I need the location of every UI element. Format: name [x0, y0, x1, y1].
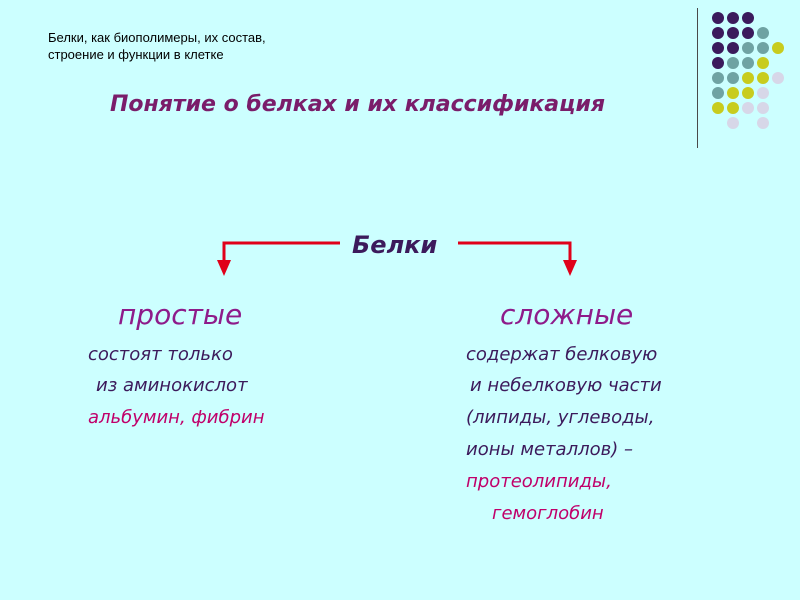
- dot: [712, 87, 724, 99]
- left-line-2: из аминокислот: [96, 375, 248, 396]
- slide-title: Понятие о белках и их классификация: [110, 92, 605, 117]
- dot: [727, 12, 739, 24]
- dot: [727, 117, 739, 129]
- right-line-5: протеолипиды,: [466, 471, 612, 492]
- left-arrow: [222, 241, 340, 262]
- left-line-3: альбумин, фибрин: [88, 407, 265, 428]
- dot: [712, 42, 724, 54]
- left-arrowhead: [217, 260, 231, 276]
- left-line-1: состоят только: [88, 344, 233, 365]
- right-line-4: ионы металлов) –: [466, 439, 633, 460]
- right-line-6: гемоглобин: [492, 503, 604, 524]
- vertical-divider: [697, 8, 698, 148]
- right-arrowhead: [563, 260, 577, 276]
- right-line-3: (липиды, углеводы,: [466, 407, 655, 428]
- header-line-2: строение и функции в клетке: [48, 47, 224, 62]
- dot: [742, 102, 754, 114]
- dot: [742, 57, 754, 69]
- dot: [757, 87, 769, 99]
- dot: [757, 117, 769, 129]
- dot: [757, 42, 769, 54]
- dot: [727, 27, 739, 39]
- dot: [772, 42, 784, 54]
- dot: [712, 27, 724, 39]
- center-label: Белки: [352, 231, 438, 259]
- dot: [727, 42, 739, 54]
- right-column-title: сложные: [500, 298, 634, 331]
- dot: [742, 72, 754, 84]
- dot: [757, 27, 769, 39]
- decorative-dot-grid: [0, 0, 800, 150]
- header-text: Белки, как биополимеры, их состав, строе…: [48, 29, 266, 63]
- right-line-2: и небелковую части: [470, 375, 662, 396]
- dot: [727, 57, 739, 69]
- dot: [712, 102, 724, 114]
- dot: [757, 72, 769, 84]
- dot: [712, 72, 724, 84]
- dot: [757, 102, 769, 114]
- dot: [727, 72, 739, 84]
- left-column-title: простые: [118, 298, 243, 331]
- dot: [742, 12, 754, 24]
- dot: [712, 57, 724, 69]
- dot: [742, 42, 754, 54]
- dot: [727, 87, 739, 99]
- dot: [742, 27, 754, 39]
- dot: [742, 87, 754, 99]
- header-line-1: Белки, как биополимеры, их состав,: [48, 30, 266, 45]
- dot: [712, 12, 724, 24]
- right-line-1: содержат белковую: [466, 344, 658, 365]
- dot: [727, 102, 739, 114]
- right-arrow: [458, 241, 572, 262]
- dot: [772, 72, 784, 84]
- dot: [757, 57, 769, 69]
